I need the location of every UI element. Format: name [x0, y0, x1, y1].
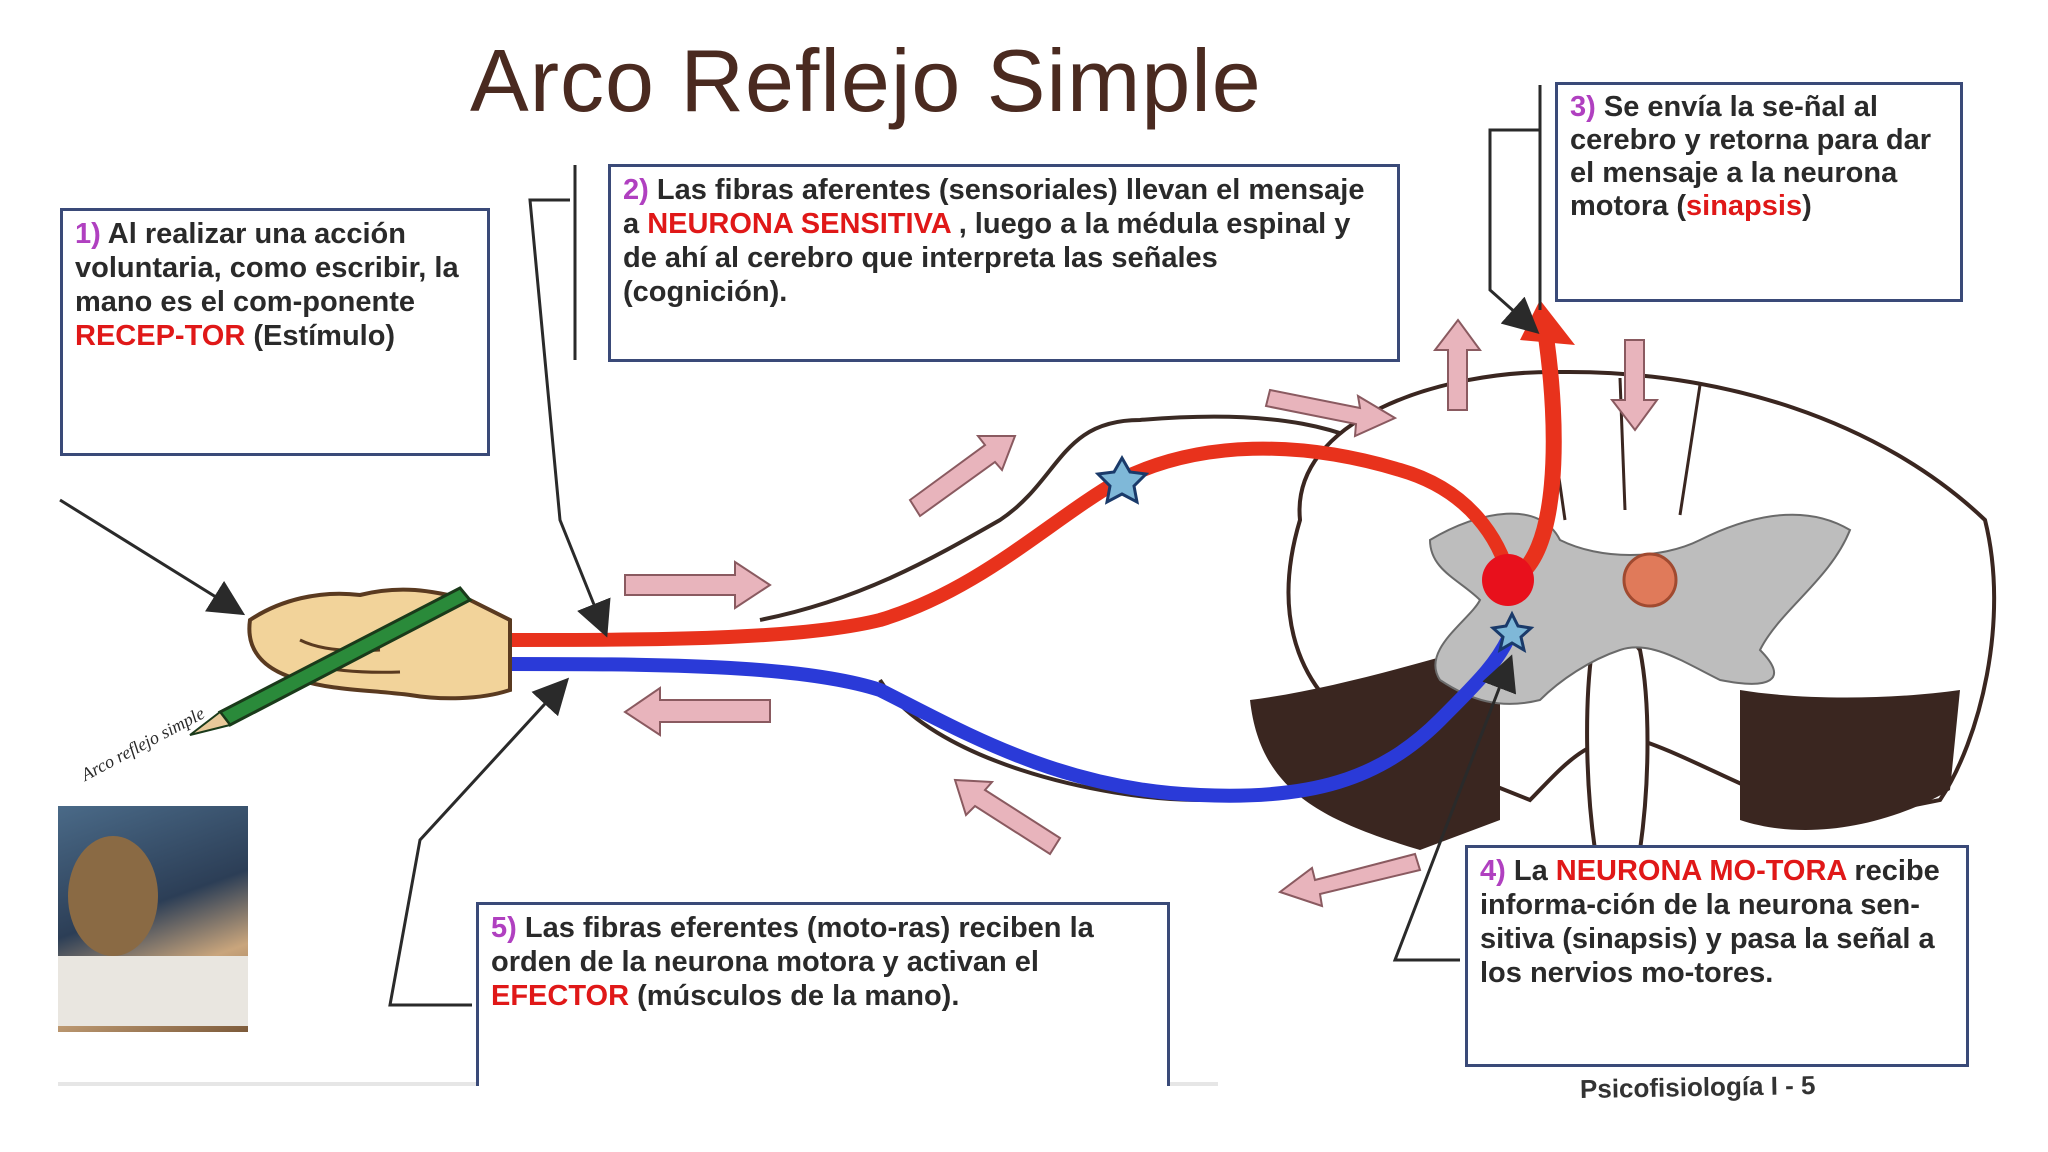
step-text: Las fibras eferentes (moto-ras) reciben …: [491, 912, 1094, 978]
step-highlight: RECEP-TOR: [75, 320, 246, 352]
nerve-outline: [759, 414, 1422, 622]
footer-caption: Psicofisiología I - 5: [1579, 1069, 1816, 1105]
pencil-label: Arco reflejo simple: [77, 703, 208, 785]
step-highlight: NEURONA SENSITIVA: [647, 208, 951, 240]
connector-box3: [1488, 128, 1540, 334]
step-number: 3): [1570, 91, 1596, 123]
step-text: La: [1505, 855, 1556, 887]
paren: (: [1676, 190, 1687, 222]
neuron-star-icon: [1094, 454, 1150, 505]
connector-box1: [59, 498, 246, 616]
connector-box5: [388, 677, 570, 1007]
step-3-box: 3) Se envía la se-ñal al cerebro y retor…: [1555, 82, 1963, 302]
step-highlight: EFECTOR: [491, 980, 630, 1012]
efferent-fiber: [499, 627, 1519, 803]
step-1-box: 1) Al realizar una acción voluntaria, co…: [60, 208, 490, 456]
connector-box4: [1392, 654, 1517, 962]
direction-arrows: [623, 318, 1659, 908]
step-number: 1): [75, 218, 101, 250]
step-text: Al realizar una acción voluntaria, como …: [75, 218, 459, 318]
step-number: 2): [623, 174, 649, 206]
pencil-icon: [189, 586, 473, 736]
neuron-star-icon: [1489, 610, 1535, 654]
step-text-end: (Estímulo): [245, 320, 396, 352]
step-number: 5): [491, 912, 517, 944]
step-2-box: 2) Las fibras aferentes (sensoriales) ll…: [608, 164, 1400, 362]
step-number: 4): [1480, 855, 1506, 887]
step-text-end: (músculos de la mano).: [629, 980, 960, 1012]
step-highlight: NEURONA MO-TORA: [1555, 855, 1847, 887]
step-text: Las fibras aferentes (sensoriales) lleva…: [623, 174, 1365, 240]
step-highlight: sinapsis: [1686, 190, 1803, 222]
paren: ): [1802, 190, 1812, 222]
synapse-dot: [1482, 554, 1534, 606]
student-writing-photo: [58, 806, 248, 1032]
connector-box2: [528, 198, 611, 638]
step-text-end: , luego a la médula espinal y de ahí al …: [623, 208, 1351, 308]
step-text-end: recibe informa-ción de la neurona sen-si…: [1480, 855, 1940, 989]
step-text: Se envía la se-ñal al cerebro y retorna …: [1570, 91, 1932, 222]
step-5-box: 5) Las fibras eferentes (moto-ras) recib…: [476, 902, 1170, 1086]
spinal-cord-icon: [1250, 369, 1997, 852]
afferent-fiber: [499, 441, 1517, 647]
page-title: Arco Reflejo Simple: [470, 31, 1262, 130]
step-4-box: 4) La NEURONA MO-TORA recibe informa-ció…: [1465, 845, 1969, 1067]
